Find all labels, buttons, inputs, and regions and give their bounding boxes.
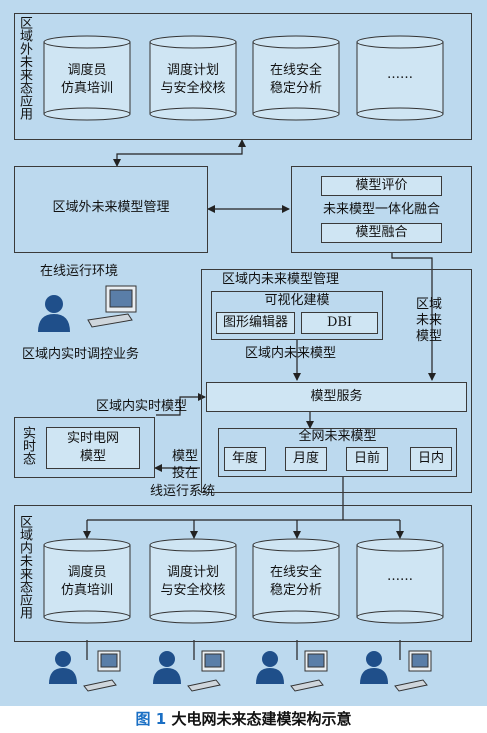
region-future-model-label: 区域未来模型 (415, 297, 442, 344)
realtime-state-box (14, 417, 155, 478)
grid-dayahead-box: 日前 (346, 447, 388, 471)
cylinder-icon (356, 538, 444, 624)
model-service-box: 模型服务 (206, 382, 467, 412)
bottom-user-row (49, 650, 432, 692)
computer-icon (187, 650, 225, 692)
realtime-model-label: 区域内实时模型 (96, 399, 188, 414)
realtime-grid-model-box: 实时电网 模型 (46, 427, 140, 469)
figure-number: 图 1 (135, 710, 167, 728)
computer-icon (87, 285, 137, 328)
fusion-label: 未来模型一体化融合 (322, 202, 440, 217)
bottom-cylinders (43, 538, 444, 624)
cylinder-icon (43, 35, 131, 121)
cylinder-icon (149, 538, 237, 624)
grid-intraday-box: 日内 (410, 447, 452, 471)
user-icon (153, 651, 181, 684)
computer-icon (290, 650, 328, 692)
online-env-subtitle: 区域内实时调控业务 (22, 347, 140, 362)
arrow-top-link (113, 139, 246, 167)
connector-layer (38, 35, 444, 692)
bottom-app-2: 调度计划 与安全校核 (160, 565, 226, 598)
top-region-label: 区域外未来态应用 (17, 16, 32, 120)
grid-year-box: 年度 (224, 447, 266, 471)
cylinder-icon (149, 35, 237, 121)
model-put-label: 模型投在 (171, 449, 198, 481)
cylinder-icon (252, 538, 340, 624)
top-app-4: …… (387, 67, 413, 82)
top-cylinders (43, 35, 444, 121)
top-app-3: 在线安全 稳定分析 (269, 63, 322, 96)
inner-mgmt-box (201, 269, 472, 493)
user-icon (38, 295, 70, 332)
top-app-1: 调度员 仿真培训 (60, 63, 113, 96)
fusion-box (291, 166, 472, 253)
user-icon (360, 651, 388, 684)
graph-editor-box: 图形编辑器 (216, 312, 295, 334)
bottom-region-box (14, 505, 472, 642)
inner-future-model-label: 区域内未来模型 (245, 346, 337, 361)
bottom-app-1: 调度员 仿真培训 (60, 565, 113, 598)
realtime-state-label: 实时态 (20, 426, 35, 465)
figure-title: 大电网未来态建模架构示意 (171, 710, 352, 728)
arrow-fusion-down (391, 253, 436, 381)
bottom-region-label: 区域内未来态应用 (17, 515, 32, 619)
user-icon (256, 651, 284, 684)
outer-mgmt-label: 区域外未来模型管理 (52, 200, 170, 215)
online-env-title: 在线运行环境 (40, 264, 119, 279)
inner-mgmt-label: 区域内未来模型管理 (222, 272, 340, 287)
cylinder-icon (356, 35, 444, 121)
outer-mgmt-box (14, 166, 208, 253)
model-eval-box: 模型评价 (321, 176, 442, 196)
dbi-box: DBI (301, 312, 378, 334)
cylinder-icon (252, 35, 340, 121)
bottom-app-3: 在线安全 稳定分析 (269, 565, 322, 598)
online-system-label: 线运行系统 (150, 484, 216, 499)
model-merge-box: 模型融合 (321, 223, 442, 243)
top-app-2: 调度计划 与安全校核 (160, 63, 226, 96)
cylinder-icon (43, 538, 131, 624)
arrow-realtime-in (156, 393, 206, 416)
user-icon (49, 651, 77, 684)
figure-caption: 图 1 大电网未来态建模架构示意 (0, 708, 487, 730)
visual-model-title: 可视化建模 (264, 293, 330, 308)
bottom-app-4: …… (387, 569, 413, 584)
computer-icon (83, 650, 121, 692)
grid-future-title: 全网未来模型 (298, 429, 377, 444)
grid-month-box: 月度 (285, 447, 327, 471)
top-region-box (14, 13, 472, 140)
computer-icon (394, 650, 432, 692)
